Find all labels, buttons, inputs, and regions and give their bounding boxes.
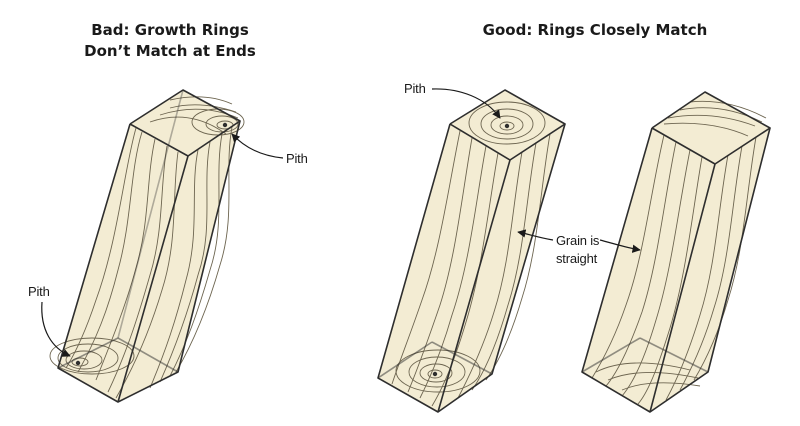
good-left-bottom-pith [432,371,438,377]
good-pith-arrow [431,88,501,119]
bad-bottom-pith-arrow [41,301,71,357]
grain-label-line1: Grain is [556,233,600,248]
bad-heading-line2: Don’t Match at Ends [84,42,256,60]
good-left-top-pith [504,123,510,129]
bad-bottom-rings [49,337,135,375]
good-pith-label: Pith [404,81,426,96]
bad-top-pith-arrow [231,133,284,159]
bad-front-grain [65,127,179,399]
good-board-right [581,91,771,413]
grain-straight-label: Grain is straight [556,232,616,268]
grain-label-line2: straight [556,251,598,266]
grain-left-arrow [517,229,554,241]
good-right-side-grain [665,136,757,401]
bad-heading: Bad: Growth Rings Don’t Match at Ends [70,20,270,62]
good-board-left [377,89,566,413]
good-heading: Good: Rings Closely Match [482,21,708,39]
bad-bottom-pith-label: Pith [28,284,50,299]
bad-top-pith [222,122,228,128]
bad-bottom-pith [75,360,81,366]
bad-heading-line1: Bad: Growth Rings [91,21,249,39]
good-left-bottom-rings [395,349,481,393]
good-left-side-grain [457,133,551,399]
bad-top-pith-label: Pith [286,151,308,166]
bad-board [49,89,245,403]
bad-top-rings [149,96,245,136]
good-right-front-grain [591,134,703,405]
good-left-top-rings [468,101,546,145]
grain-right-arrow [599,239,641,253]
